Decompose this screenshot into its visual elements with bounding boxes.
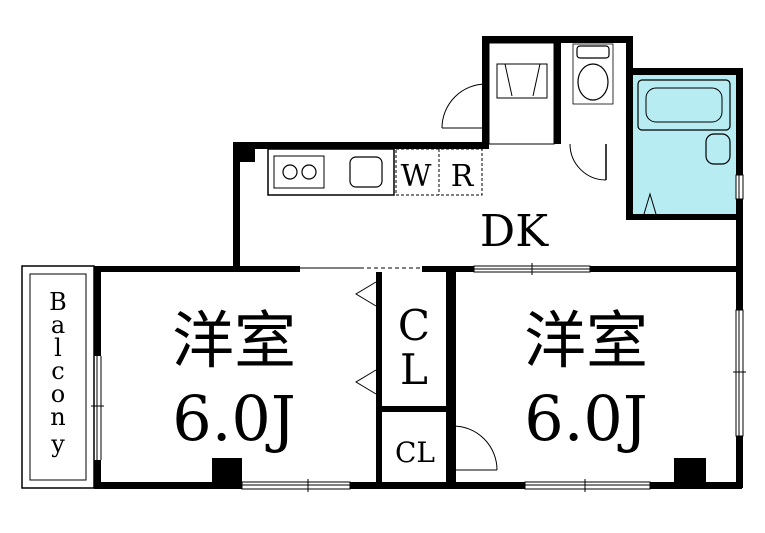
svg-text:c: c	[51, 357, 64, 385]
svg-text:o: o	[51, 380, 65, 408]
bathtub-icon	[637, 79, 731, 131]
svg-text:B: B	[49, 288, 67, 316]
svg-text:y: y	[50, 430, 65, 458]
closet-big-label-c: C	[398, 301, 430, 350]
svg-text:l: l	[54, 334, 62, 362]
walk-in-closet: W R	[395, 148, 483, 196]
toilet-icon	[572, 43, 614, 105]
walk-in-w-label: W	[401, 159, 432, 194]
room-right-type-label: 洋室	[524, 304, 648, 377]
dk-label: DK	[480, 206, 549, 257]
kitchen-counter	[267, 148, 395, 196]
room-left-type-label: 洋室	[172, 304, 296, 377]
bathroom-floor	[630, 74, 736, 216]
washbasin-icon	[705, 133, 731, 165]
room-right-size-label: 6.0J	[524, 382, 647, 455]
closet-big-label-l: L	[400, 345, 428, 394]
room-left-size-label: 6.0J	[172, 382, 295, 455]
svg-text:n: n	[50, 403, 65, 431]
toilet-door-swing-icon	[569, 143, 607, 181]
closet-small-label: CL	[395, 436, 435, 469]
entrance-door-swing-icon	[441, 83, 487, 129]
bath-door-icon	[643, 192, 657, 215]
svg-text:a: a	[51, 311, 65, 339]
closet-doors-icon	[355, 281, 498, 471]
entrance	[441, 42, 555, 145]
windows	[91, 174, 746, 492]
interior-walls	[376, 272, 456, 488]
sink-icon	[349, 156, 383, 188]
walk-in-r-label: R	[451, 159, 475, 194]
balcony-label: B a l c o n y	[49, 288, 67, 458]
shoe-cabinet-icon	[496, 63, 548, 99]
stove-icon	[273, 155, 325, 189]
